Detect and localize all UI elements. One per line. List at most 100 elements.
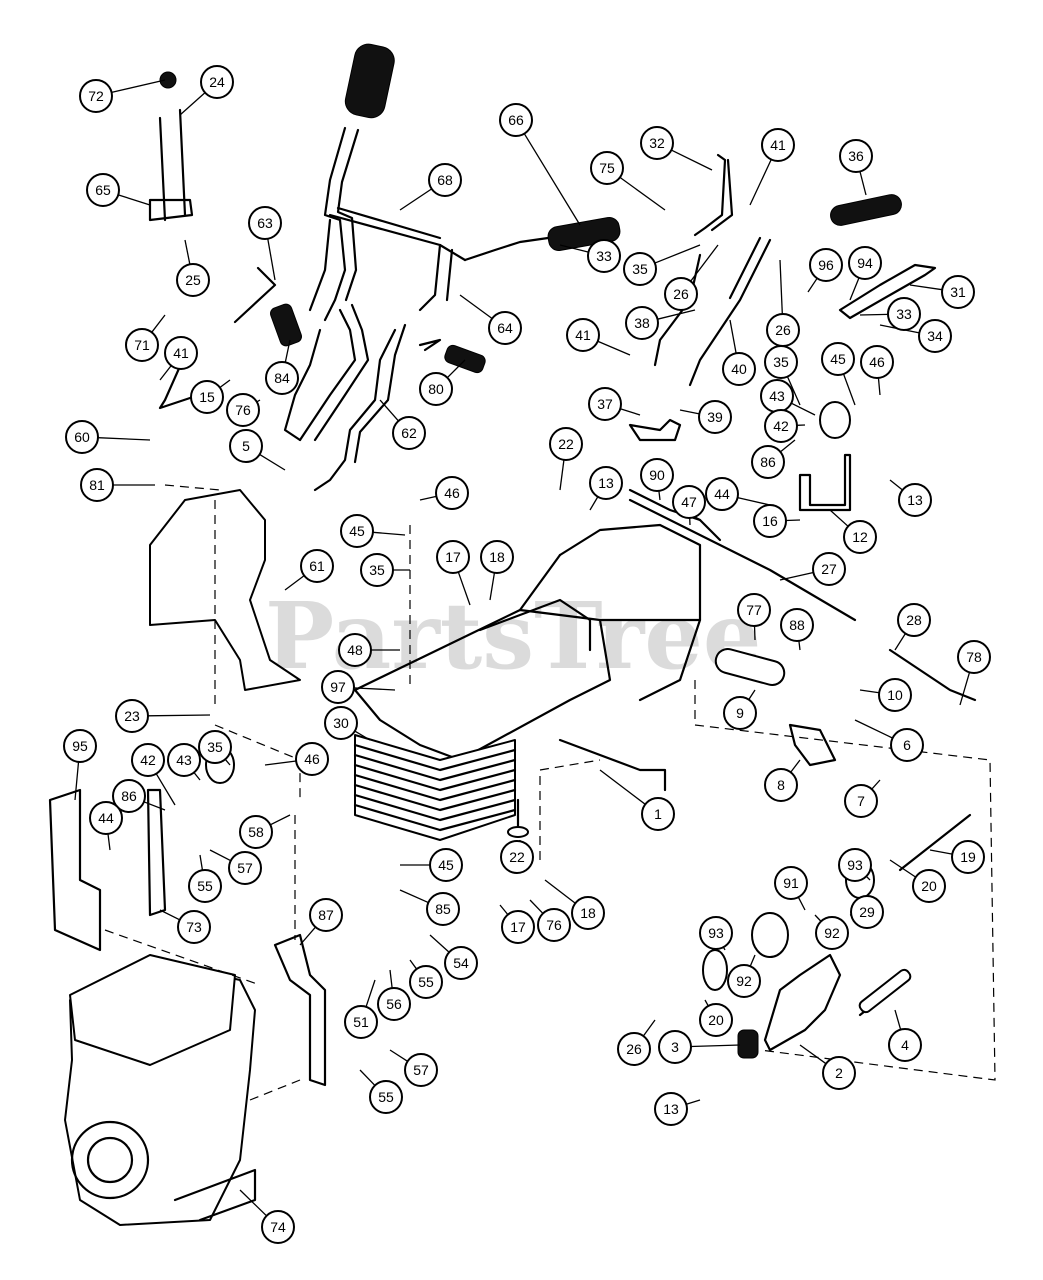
part-callout: 37 (588, 387, 622, 421)
part-callout: 25 (176, 263, 210, 297)
callout-circle (377, 987, 411, 1021)
leader-line (259, 453, 286, 471)
leader-line (877, 377, 881, 396)
callout-number: 65 (95, 182, 111, 198)
callout-circle (426, 892, 460, 926)
leader-line (748, 689, 756, 700)
callout-number: 10 (887, 687, 903, 703)
part-callout: 90 (640, 458, 674, 492)
part-callout: 43 (760, 379, 794, 413)
callout-circle (951, 840, 985, 874)
callout-number: 46 (869, 354, 885, 370)
callout-circle (848, 246, 882, 280)
engine-and-brackets (48, 746, 327, 1226)
callout-number: 60 (74, 429, 90, 445)
callout-number: 33 (896, 306, 912, 322)
callout-circle (177, 910, 211, 944)
part-callout: 91 (774, 866, 808, 900)
part-callout: 6 (890, 728, 924, 762)
part-callout: 92 (727, 964, 761, 998)
part-callout: 74 (261, 1210, 295, 1244)
callout-circle (698, 400, 732, 434)
leader-line (155, 773, 176, 806)
part-callout: 31 (941, 275, 975, 309)
callout-circle (501, 910, 535, 944)
callout-number: 16 (762, 513, 778, 529)
part-callout: 24 (200, 65, 234, 99)
callout-circle (780, 608, 814, 642)
callout-number: 25 (185, 272, 201, 288)
leader-line (219, 379, 231, 389)
part-callout: 33 (587, 239, 621, 273)
part-callout: 20 (699, 1003, 733, 1037)
part-callout: 60 (65, 420, 99, 454)
callout-circle (188, 869, 222, 903)
part-callout: 42 (764, 409, 798, 443)
leader-line (894, 633, 906, 651)
leader-line (642, 1019, 656, 1037)
leader-line (799, 1044, 827, 1065)
callout-number: 17 (445, 549, 461, 565)
leader-line (657, 309, 696, 320)
leader-line (354, 730, 371, 741)
leader-line (489, 572, 496, 601)
callout-number: 73 (186, 919, 202, 935)
callout-circle (229, 429, 263, 463)
part-callout: 62 (392, 416, 426, 450)
leader-line (409, 959, 418, 970)
callout-number: 41 (770, 137, 786, 153)
callout-circle (500, 840, 534, 874)
leader-line (559, 459, 565, 491)
part-callout: 5 (229, 429, 263, 463)
callout-circle (664, 277, 698, 311)
part-callout: 17 (436, 540, 470, 574)
part-callout: 95 (63, 729, 97, 763)
leader-line (359, 1069, 376, 1086)
callout-circle (751, 445, 785, 479)
part-callout: 34 (918, 319, 952, 353)
callout-circle (444, 946, 478, 980)
part-callout: 4 (888, 1028, 922, 1062)
callout-number: 24 (209, 74, 225, 90)
callout-number: 94 (857, 255, 873, 271)
callout-circle (164, 336, 198, 370)
callout-number: 15 (199, 389, 215, 405)
part-callout: 46 (860, 345, 894, 379)
callout-number: 81 (89, 477, 105, 493)
part-callout: 26 (617, 1032, 651, 1066)
callout-number: 41 (575, 327, 591, 343)
callout-circle (338, 633, 372, 667)
leader-line (654, 244, 701, 264)
part-callout: 15 (190, 380, 224, 414)
callout-number: 45 (830, 351, 846, 367)
leader-line (239, 1189, 267, 1217)
part-callout: 63 (248, 206, 282, 240)
part-callout: 38 (625, 306, 659, 340)
leader-line (224, 758, 231, 766)
callout-circle (590, 151, 624, 185)
callout-number: 17 (510, 919, 526, 935)
part-callout: 12 (843, 520, 877, 554)
leader-line (379, 399, 399, 422)
leader-line (107, 833, 111, 851)
callout-circle (392, 416, 426, 450)
leader-line (658, 490, 661, 501)
callout-number: 26 (775, 322, 791, 338)
callout-number: 18 (580, 905, 596, 921)
callout-number: 4 (901, 1037, 909, 1053)
callout-number: 96 (818, 257, 834, 273)
callout-circle (228, 851, 262, 885)
callout-number: 64 (497, 320, 513, 336)
callout-number: 19 (960, 849, 976, 865)
leader-line (97, 437, 151, 441)
leader-line (729, 319, 737, 354)
part-callout: 1 (641, 797, 675, 831)
callout-number: 5 (242, 438, 250, 454)
part-callout: 41 (164, 336, 198, 370)
leader-line (779, 259, 783, 315)
callout-number: 71 (134, 337, 150, 353)
callout-number: 54 (453, 955, 469, 971)
part-callout: 85 (426, 892, 460, 926)
callout-number: 35 (773, 354, 789, 370)
leader-line (859, 689, 880, 694)
